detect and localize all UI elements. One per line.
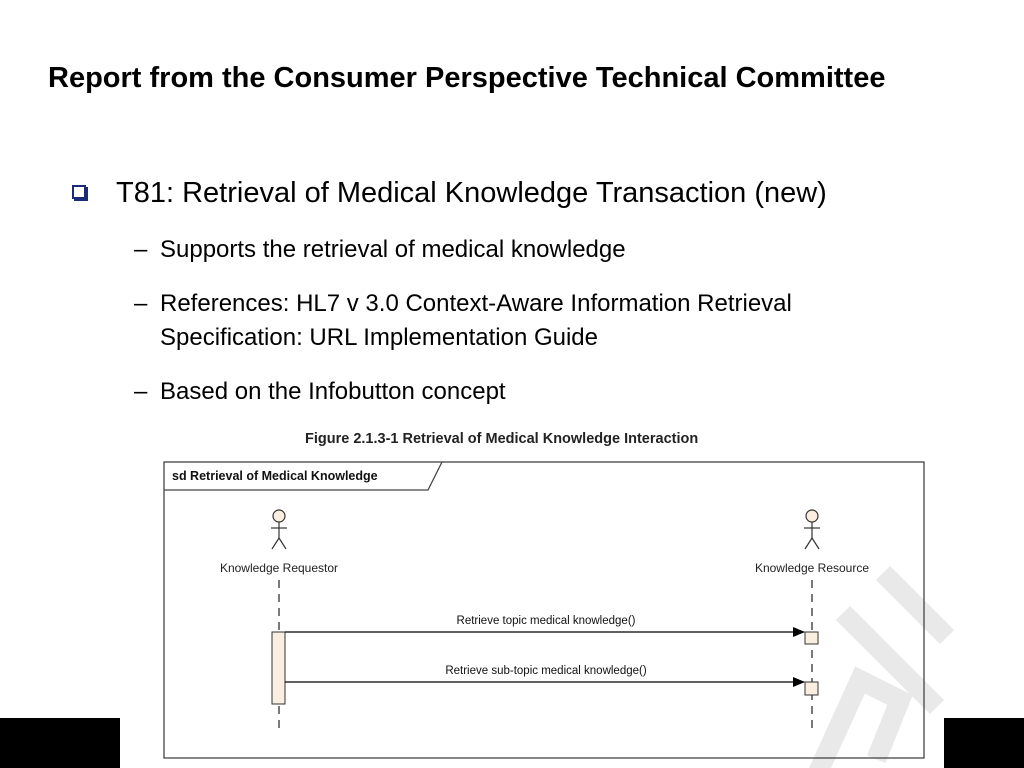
sub-bullet-2: – References: HL7 v 3.0 Context-Aware In… [134, 287, 940, 355]
sub-bullet-text: Supports the retrieval of medical knowle… [160, 236, 626, 263]
sub-bullet-1: – Supports the retrieval of medical know… [134, 233, 940, 267]
sub-bullet-text: Based on the Infobutton concept [160, 378, 506, 405]
slide-title: Report from the Consumer Perspective Tec… [48, 62, 886, 94]
actor-left-label: Knowledge Requestor [220, 561, 338, 575]
main-bullet-text: T81: Retrieval of Medical Knowledge Tran… [116, 177, 827, 209]
actor-left-icon [271, 509, 287, 550]
checkbox-bullet-icon [72, 185, 86, 199]
frame-label-tab [164, 461, 443, 491]
actor-right-icon [804, 509, 820, 550]
watermark-icon [809, 565, 955, 768]
dash-icon: – [134, 378, 148, 405]
dash-icon: – [134, 236, 148, 263]
corner-block-right [944, 718, 1024, 768]
dash-icon: – [134, 290, 148, 317]
diagram-frame [163, 461, 925, 759]
sub-bullet-text: References: HL7 v 3.0 Context-Aware Info… [160, 290, 792, 351]
sub-bullet-3: – Based on the Infobutton concept [134, 375, 940, 409]
figure-caption: Figure 2.1.3-1 Retrieval of Medical Know… [305, 431, 699, 447]
frame-label: sd Retrieval of Medical Knowledge [172, 469, 378, 483]
sequence-diagram: sd Retrieval of Medical Knowledge Knowle… [163, 461, 925, 759]
activation-right-1 [804, 631, 819, 645]
message-label-2: Retrieve sub-topic medical knowledge() [445, 665, 647, 677]
actor-right-label: Knowledge Resource [755, 561, 869, 575]
message-label-1: Retrieve topic medical knowledge() [457, 615, 636, 627]
activation-right-2 [804, 681, 819, 696]
main-bullet: T81: Retrieval of Medical Knowledge Tran… [72, 172, 827, 214]
corner-block-left [0, 718, 120, 768]
activation-left [271, 631, 286, 705]
